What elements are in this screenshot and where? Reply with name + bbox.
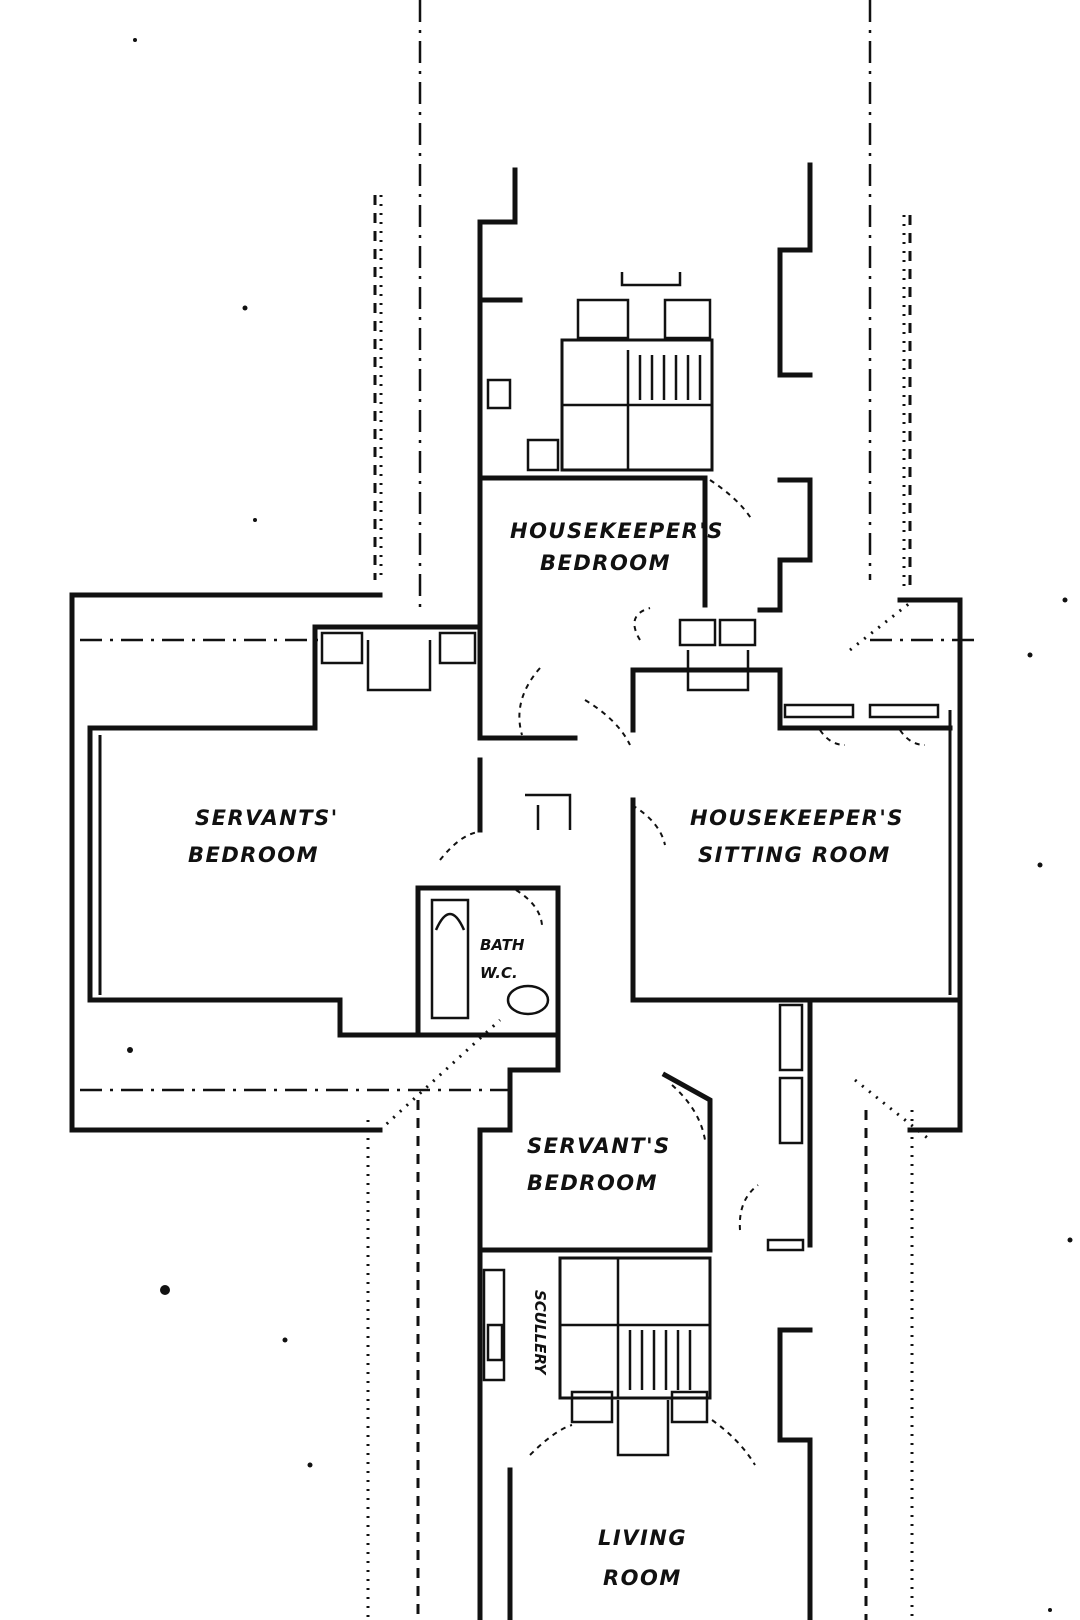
- closets-left: [320, 631, 477, 692]
- living-room-label-2: ROOM: [603, 1566, 682, 1590]
- closets-right: [678, 618, 940, 719]
- scullery-label: SCULLERY: [531, 1290, 549, 1377]
- servants-bedroom-lower-label-2: BEDROOM: [527, 1171, 658, 1195]
- lower-stair: [560, 1258, 710, 1398]
- bath-fixtures: [430, 898, 550, 1020]
- boundary-lines: [80, 0, 980, 1620]
- corridor-cabinet: [525, 793, 572, 830]
- housekeeper-sitting-label-1: HOUSEKEEPER'S: [690, 806, 904, 830]
- door-swings: [439, 479, 926, 1466]
- bath-label-1: BATH: [480, 936, 525, 954]
- bath-label-2: W.C.: [480, 964, 518, 982]
- housekeeper-bedroom-label-2: BEDROOM: [540, 551, 671, 575]
- room-labels: HOUSEKEEPER'S BEDROOM SERVANTS' BEDROOM …: [188, 519, 904, 1590]
- living-room-label-1: LIVING: [598, 1526, 687, 1550]
- specks: [127, 38, 1073, 1612]
- housekeeper-sitting-label-2: SITTING ROOM: [698, 843, 891, 867]
- servants-bedroom-lower-label-1: SERVANT'S: [527, 1134, 671, 1158]
- walls: [69, 162, 963, 1620]
- lower-kitchen-fixtures: [482, 1268, 709, 1457]
- servants-bedroom-left-label-1: SERVANTS': [195, 806, 339, 830]
- fixtures: [320, 272, 940, 1457]
- upper-kitchen-fixtures: [486, 272, 712, 472]
- upper-stair: [562, 350, 712, 470]
- housekeeper-bedroom-label-1: HOUSEKEEPER'S: [510, 519, 724, 543]
- servants-bedroom-left-label-2: BEDROOM: [188, 843, 319, 867]
- lower-closets: [766, 1003, 805, 1252]
